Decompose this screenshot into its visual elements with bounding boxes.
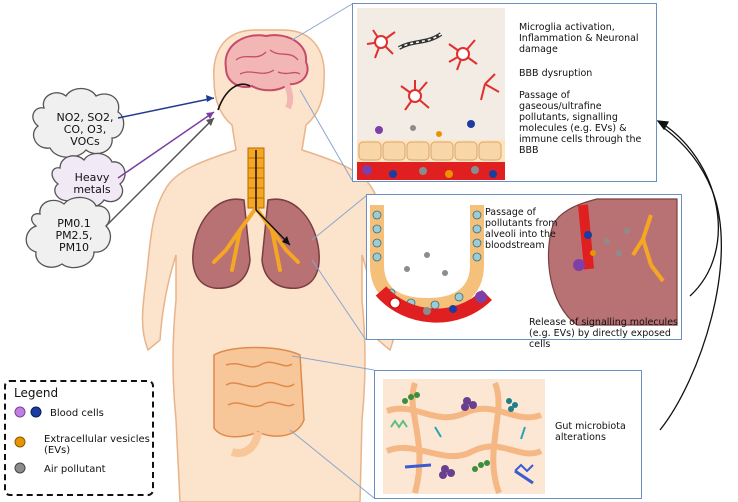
pm-line-2: PM2.5, bbox=[55, 229, 93, 242]
legend-symbols bbox=[14, 406, 42, 474]
cloud-gases bbox=[32, 87, 125, 158]
legend-evs: Extracellular vesicles (EVs) bbox=[44, 434, 150, 456]
lung-text-release: Release of signalling molecules (e.g. EV… bbox=[529, 317, 678, 350]
legend-ev-icon bbox=[14, 436, 26, 448]
brain-text-microglia: Microglia activation, Inflammation & Neu… bbox=[519, 22, 639, 55]
legend-pollutant-icon bbox=[14, 462, 26, 474]
intestines bbox=[213, 346, 305, 457]
alveoli-art bbox=[370, 198, 678, 326]
brain-zoom-panel: Microglia activation, Inflammation & Neu… bbox=[352, 3, 657, 182]
brain-text-bbb: BBB dysruption bbox=[519, 68, 593, 79]
cloud-particulate-text: PM0.1 PM2.5, PM10 bbox=[46, 218, 102, 254]
olfactory-arrow bbox=[217, 83, 251, 111]
lung-zoom-panel: Passage of pollutants from alveoli into … bbox=[366, 194, 682, 350]
heavy-metals-line-2: metals bbox=[73, 183, 111, 196]
cloud-gases-text: NO2, SO2, CO, O3, VOCs bbox=[52, 112, 118, 148]
lungs bbox=[192, 150, 320, 289]
legend-blood-cells: Blood cells bbox=[50, 408, 104, 419]
brain-tissue-art bbox=[357, 8, 505, 180]
pm-line-3: PM10 bbox=[58, 241, 90, 254]
systemic-arrows bbox=[656, 120, 723, 431]
legend-air-pollutant: Air pollutant bbox=[44, 464, 106, 475]
legend-blood-cell-icon bbox=[14, 406, 26, 418]
legend-box: Legend Blood cells Extracellular vesicle… bbox=[4, 380, 154, 496]
gases-line-2: CO, O3, bbox=[63, 123, 107, 136]
legend-title: Legend bbox=[14, 386, 59, 400]
cloud-particulate bbox=[25, 196, 111, 269]
cloud-heavy-metals bbox=[51, 152, 126, 209]
gut-zoom-panel: Gut microbiota alterations bbox=[374, 370, 642, 499]
cloud-heavy-metals-text: Heavy metals bbox=[64, 172, 120, 196]
pm-line-1: PM0.1 bbox=[57, 217, 91, 230]
heavy-metals-line-1: Heavy bbox=[74, 171, 110, 184]
gases-line-3: VOCs bbox=[70, 135, 100, 148]
pollution-arrows bbox=[105, 95, 215, 227]
gut-text: Gut microbiota alterations bbox=[555, 421, 626, 443]
brain-text-passage: Passage of gaseous/ultrafine pollutants,… bbox=[519, 90, 642, 156]
gut-microbiota-art bbox=[383, 379, 545, 495]
zoom-lines bbox=[289, 3, 375, 499]
gases-line-1: NO2, SO2, bbox=[56, 111, 114, 124]
brain bbox=[224, 34, 309, 110]
lung-text-passage: Passage of pollutants from alveoli into … bbox=[485, 207, 558, 251]
